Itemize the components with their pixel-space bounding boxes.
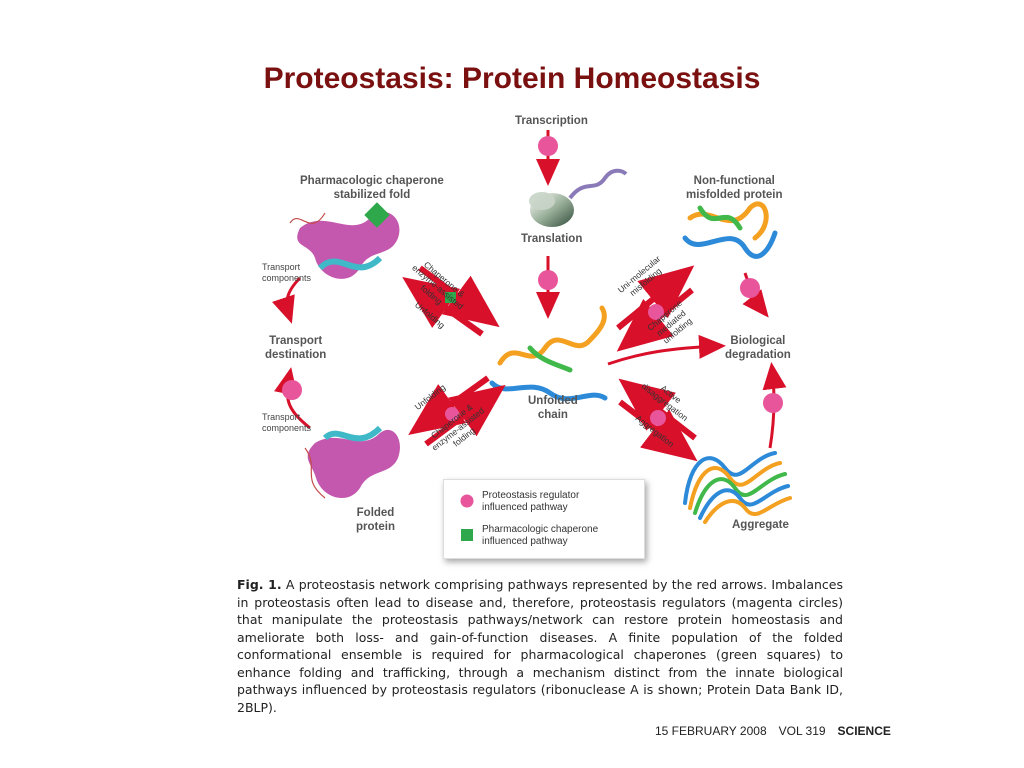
magenta-circle-icon	[460, 494, 474, 508]
source-date: 15 FEBRUARY 2008	[655, 724, 767, 738]
stabilized-fold-protein-icon	[289, 202, 400, 279]
transcription-arrow	[536, 130, 560, 186]
label-folded-protein-line2: protein	[356, 521, 395, 533]
label-folded-protein-line1: Folded	[356, 507, 395, 519]
label-transport-components-bottom: Transport components	[262, 412, 311, 434]
label-nonfunctional-line1: Non-functional	[693, 175, 775, 187]
label-biological-degradation: Biological degradation	[725, 334, 791, 362]
source-magazine: SCIENCE	[837, 724, 891, 738]
label-transport-components-top-line1: Transport	[262, 262, 301, 272]
misfolding-arrows-top-right	[616, 265, 695, 352]
label-transport-destination: Transport destination	[265, 334, 326, 362]
legend-regulator-text: Proteostasis regulator influenced pathwa…	[482, 490, 579, 514]
source-line: 15 FEBRUARY 2008 VOL 319 SCIENCE	[655, 724, 891, 738]
folded-protein-icon	[304, 425, 400, 499]
aggregation-arrows-bottom-right	[618, 378, 698, 462]
legend-chaperone-text: Pharmacologic chaperone influenced pathw…	[482, 524, 598, 548]
degradation-arrows-right	[740, 272, 787, 449]
label-pharm-fold: Pharmacologic chaperone stabilized fold	[300, 174, 444, 202]
label-unfolded-chain-line1: Unfolded	[528, 395, 578, 407]
label-biological-degradation-line1: Biological	[730, 335, 786, 347]
slide-title: Proteostasis: Protein Homeostasis	[263, 62, 761, 95]
label-folded-protein: Folded protein	[356, 506, 395, 534]
transport-arrows-left	[271, 276, 311, 430]
degradation-arrow-center	[607, 334, 726, 366]
folding-arrows-bottom-left	[408, 375, 506, 447]
label-transport-destination-line1: Transport	[269, 335, 323, 347]
unfolded-chain-icon	[489, 305, 608, 402]
label-transport-components-bottom-line1: Transport	[262, 412, 301, 422]
aggregate-icon	[683, 451, 792, 524]
caption-text: A proteostasis network comprising pathwa…	[237, 577, 843, 715]
label-aggregate: Aggregate	[732, 519, 789, 531]
source-volume: VOL 319	[778, 724, 826, 738]
label-translation: Translation	[521, 233, 583, 245]
label-transport-components-bottom-line2: components	[262, 423, 312, 433]
diagram-graphics	[271, 130, 792, 524]
label-transport-components-top-line2: components	[262, 273, 312, 283]
proteostasis-diagram: Transcription Translation Pharmacologic …	[230, 108, 870, 570]
misfolded-protein-icon	[682, 201, 778, 259]
caption-label: Fig. 1.	[237, 577, 282, 592]
label-unfolded-chain: Unfolded chain	[528, 394, 578, 422]
label-unfolded-chain-line2: chain	[537, 409, 568, 421]
label-transport-components-top: Transport components	[262, 262, 311, 284]
figure-caption: Fig. 1. A proteostasis network comprisin…	[237, 576, 843, 716]
label-pharm-fold-line1: Pharmacologic chaperone	[300, 175, 444, 187]
label-transport-destination-line2: destination	[265, 349, 327, 361]
legend-chaperone-line1: Pharmacologic chaperone	[482, 524, 599, 535]
legend-chaperone-line2: influenced pathway	[482, 536, 568, 547]
legend-box: Proteostasis regulator influenced pathwa…	[443, 479, 645, 559]
green-square-icon	[461, 529, 473, 541]
label-nonfunctional-line2: misfolded protein	[686, 189, 783, 201]
legend-regulator-line1: Proteostasis regulator	[482, 490, 580, 501]
label-nonfunctional: Non-functional misfolded protein	[686, 174, 782, 202]
folding-arrows-top-left	[402, 265, 500, 337]
label-pharm-fold-line2: stabilized fold	[333, 189, 411, 201]
legend-regulator-line2: influenced pathway	[482, 502, 568, 513]
translation-arrow	[536, 256, 560, 319]
ribosome-icon	[529, 168, 628, 227]
label-biological-degradation-line2: degradation	[725, 349, 791, 361]
label-transcription: Transcription	[515, 115, 588, 127]
